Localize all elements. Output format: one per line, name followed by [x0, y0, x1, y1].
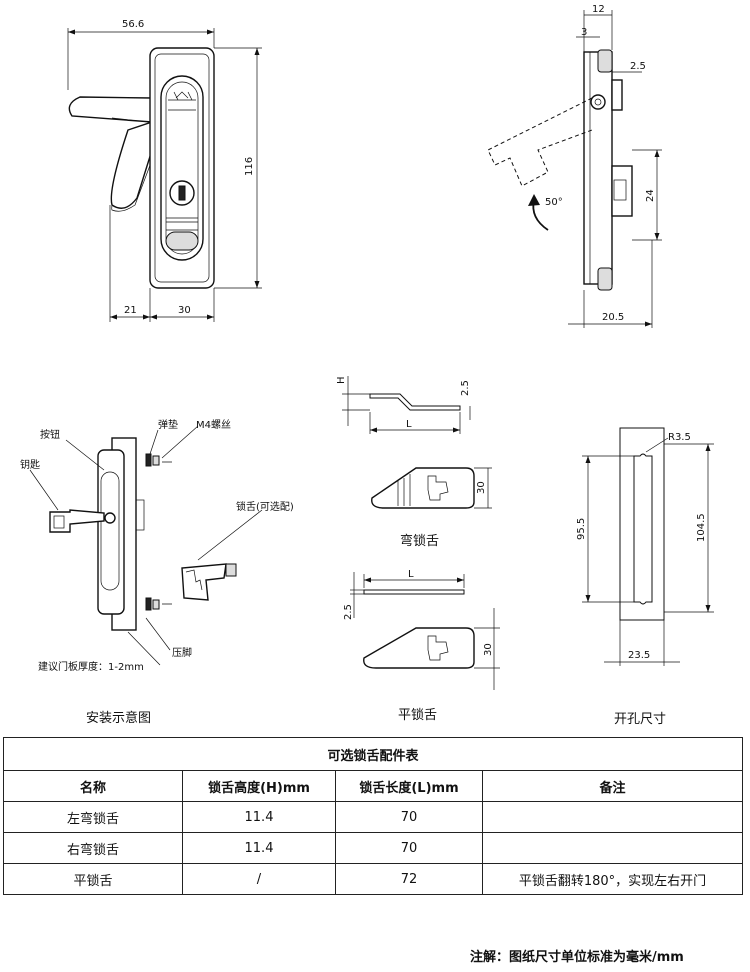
- dim-flat-length: L: [408, 569, 414, 580]
- dim-angle: 50°: [545, 197, 563, 208]
- caption-install: 安装示意图: [86, 710, 151, 726]
- label-key: 钥匙: [20, 458, 40, 471]
- label-clamp: 压脚: [172, 646, 192, 659]
- label-button: 按钮: [40, 428, 60, 441]
- tongue-part: [181, 563, 227, 601]
- flat-tongue-plan: [363, 627, 475, 669]
- cell-height: 11.4: [182, 801, 336, 833]
- dim-stroke: 24: [645, 189, 656, 202]
- dim-flat-width: 30: [483, 643, 494, 656]
- cell-remark: [482, 832, 743, 864]
- cutout-outer: [619, 427, 665, 621]
- header-remark: 备注: [482, 770, 743, 802]
- front-view: 56.6 116 21 30: [67, 19, 262, 322]
- side-view: 50° 12 3 2.5 24 20.5: [487, 4, 662, 328]
- accessory-table: 可选锁舌配件表 名称 锁舌高度(H)mm 锁舌长度(L)mm 备注 左弯锁舌 1…: [3, 737, 743, 895]
- key-shape: [49, 509, 105, 533]
- label-tongue-optional: 锁舌(可选配): [236, 500, 294, 513]
- cell-height: /: [182, 863, 336, 895]
- dim-bent-h: H: [336, 376, 347, 384]
- install-view: 按钮 钥匙 弹垫 M4螺丝 锁舌(可选配) 压脚 建议门板厚度：1-2mm 安装…: [20, 418, 294, 726]
- dim-flat-thickness: 2.5: [343, 604, 354, 620]
- table-row: 右弯锁舌 11.4 70: [3, 832, 743, 864]
- dim-bent-thickness: 2.5: [460, 380, 471, 396]
- flat-tongue: L 2.5 30 平锁舌: [343, 569, 500, 723]
- dim-cutout-inner-h: 95.5: [576, 518, 587, 540]
- cell-name: 左弯锁舌: [3, 801, 183, 833]
- handle-window: [160, 75, 204, 261]
- header-height: 锁舌高度(H)mm: [182, 770, 336, 802]
- dim-offset: 21: [124, 305, 137, 316]
- label-panel-thickness: 建议门板厚度：1-2mm: [38, 660, 144, 673]
- dim-cutout-width: 23.5: [628, 650, 650, 661]
- cutout-slot: [633, 453, 653, 605]
- header-name: 名称: [3, 770, 183, 802]
- dim-bent-length: L: [406, 419, 412, 430]
- dim-cutout-radius: R3.5: [668, 432, 691, 443]
- cutout-view: R3.5 95.5 104.5 23.5 开孔尺寸: [576, 427, 714, 727]
- bent-tongue: H 2.5 L 30 弯锁舌: [336, 376, 492, 549]
- label-screw: M4螺丝: [196, 419, 231, 431]
- side-body: [583, 51, 613, 285]
- dim-cutout-outer-h: 104.5: [696, 513, 707, 542]
- cell-name: 右弯锁舌: [3, 832, 183, 864]
- dim-bent-width: 30: [476, 481, 487, 494]
- dim-gap: 2.5: [630, 61, 646, 72]
- cell-length: 72: [335, 863, 483, 895]
- cell-length: 70: [335, 832, 483, 864]
- caption-bent-tongue: 弯锁舌: [400, 533, 439, 549]
- dim-height: 116: [244, 157, 255, 176]
- table-row: 平锁舌 / 72 平锁舌翻转180°，实现左右开门: [3, 863, 743, 895]
- table-title: 可选锁舌配件表: [3, 737, 743, 771]
- cell-name: 平锁舌: [3, 863, 183, 895]
- dim-depth: 20.5: [602, 312, 624, 323]
- bent-tongue-plan: [371, 467, 475, 509]
- cell-length: 70: [335, 801, 483, 833]
- push-button: [168, 91, 196, 111]
- dim-step: 3: [581, 27, 587, 38]
- cell-height: 11.4: [182, 832, 336, 864]
- dim-width: 56.6: [122, 19, 144, 30]
- unit-note: 注解：图纸尺寸单位标准为毫米/mm: [470, 950, 684, 965]
- table-row: 左弯锁舌 11.4 70: [3, 801, 743, 833]
- caption-cutout: 开孔尺寸: [614, 712, 666, 727]
- cell-remark: [482, 801, 743, 833]
- lever-swing-path: [487, 97, 593, 187]
- header-length: 锁舌长度(L)mm: [335, 770, 483, 802]
- cell-remark: 平锁舌翻转180°，实现左右开门: [482, 863, 743, 895]
- dim-body-width: 30: [178, 305, 191, 316]
- caption-flat-tongue: 平锁舌: [398, 707, 437, 723]
- handle-lever: [68, 96, 153, 123]
- label-spring-washer: 弹垫: [158, 418, 178, 431]
- dim-top: 12: [592, 4, 605, 15]
